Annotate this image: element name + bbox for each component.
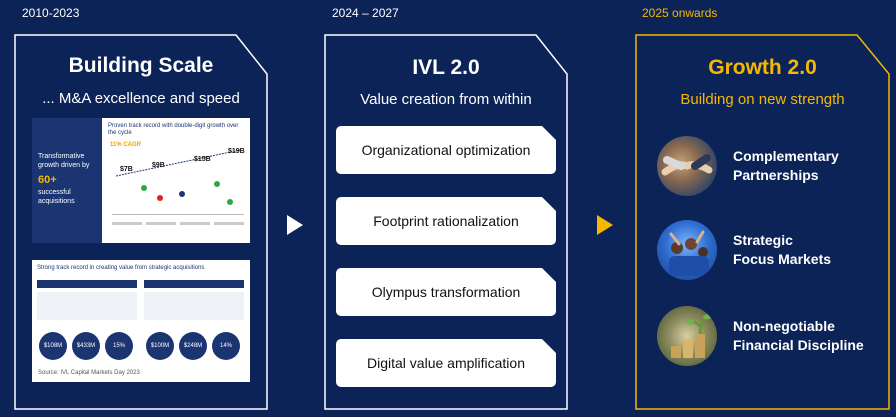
- slide-left-text2: successful acquisitions: [38, 189, 75, 205]
- panel-frame: [14, 34, 268, 410]
- slide2-stat-4: $100M: [146, 332, 174, 360]
- panel-title: IVL 2.0: [412, 56, 480, 79]
- card-corner: [542, 339, 556, 353]
- panel-subtitle: Value creation from within: [360, 91, 532, 108]
- card-corner: [542, 197, 556, 211]
- growth-item-focus-markets: Strategic Focus Markets: [657, 220, 831, 280]
- card-label: Digital value amplification: [367, 355, 525, 371]
- slide2-stat-2: $433M: [72, 332, 100, 360]
- card-corner: [542, 268, 556, 282]
- slide-value-2: $9B: [152, 162, 165, 169]
- team-celebration-icon: [657, 220, 717, 280]
- handshake-icon: [657, 136, 717, 196]
- growth-label: Non-negotiable Financial Discipline: [733, 318, 864, 353]
- acquisitions-slide-thumbnail: Transformative growth driven by 60+ succ…: [32, 118, 250, 243]
- slide-growth-chart: [112, 149, 244, 225]
- period-label-2025-onwards: 2025 onwards: [642, 6, 718, 20]
- panel-subtitle: Building on new strength: [680, 91, 845, 108]
- slide2-rows-left: [37, 292, 137, 320]
- coins-sprout-icon: [657, 306, 717, 366]
- slide2-stat-6: 14%: [212, 332, 240, 360]
- slide2-stat-1: $108M: [39, 332, 67, 360]
- card-label: Organizational optimization: [361, 142, 531, 158]
- slide2-stat-3: 15%: [105, 332, 133, 360]
- growth-item-partnerships: Complementary Partnerships: [657, 136, 839, 196]
- slide-big-number: 60+: [38, 174, 57, 186]
- value-creation-slide-thumbnail: Strong track record in creating value fr…: [32, 260, 250, 382]
- card-footprint-rationalization: Footprint rationalization: [336, 197, 556, 245]
- card-olympus-transformation: Olympus transformation: [336, 268, 556, 316]
- slide-cagr: 11% CAGR: [110, 142, 142, 148]
- period-label-2010-2023: 2010-2023: [22, 6, 80, 20]
- panel-title: Growth 2.0: [708, 56, 817, 79]
- slide-value-1: $7B: [120, 166, 133, 173]
- period-label-2024-2027: 2024 – 2027: [332, 6, 399, 20]
- arrow-right-icon: [287, 215, 303, 235]
- growth-item-financial-discipline: Non-negotiable Financial Discipline: [657, 306, 864, 366]
- panel-frame: [324, 34, 568, 410]
- card-digital-value-amplification: Digital value amplification: [336, 339, 556, 387]
- slide2-rows-right: [144, 292, 244, 320]
- panel-subtitle: ... M&A excellence and speed: [42, 90, 240, 107]
- slide-source: Source: IVL Capital Markets Day 2023: [38, 370, 140, 376]
- card-label: Footprint rationalization: [373, 213, 519, 229]
- panel-frame: [635, 34, 890, 410]
- slide2-band-left: [37, 280, 137, 288]
- slide2-stat-5: $248M: [179, 332, 207, 360]
- slide-left-block: Transformative growth driven by 60+ succ…: [32, 118, 102, 243]
- slide-heading: Proven track record with double-digit gr…: [108, 123, 239, 136]
- slide-value-4: $19B: [228, 148, 245, 155]
- growth-2-panel: Growth 2.0 Building on new strength Comp…: [635, 34, 890, 410]
- growth-label: Complementary Partnerships: [733, 148, 839, 183]
- building-scale-panel: Building Scale ... M&A excellence and sp…: [14, 34, 268, 410]
- arrow-right-gold-icon: [597, 215, 613, 235]
- card-corner: [542, 126, 556, 140]
- slide-value-3: $15B: [194, 156, 211, 163]
- slide-left-text: Transformative growth driven by: [38, 153, 90, 169]
- panel-title: Building Scale: [68, 54, 214, 77]
- card-label: Olympus transformation: [371, 284, 521, 300]
- ivl-2-panel: IVL 2.0 Value creation from within Organ…: [324, 34, 568, 410]
- growth-label: Strategic Focus Markets: [733, 232, 832, 267]
- slide2-band-right: [144, 280, 244, 288]
- slide2-heading: Strong track record in creating value fr…: [37, 265, 205, 271]
- card-organizational-optimization: Organizational optimization: [336, 126, 556, 174]
